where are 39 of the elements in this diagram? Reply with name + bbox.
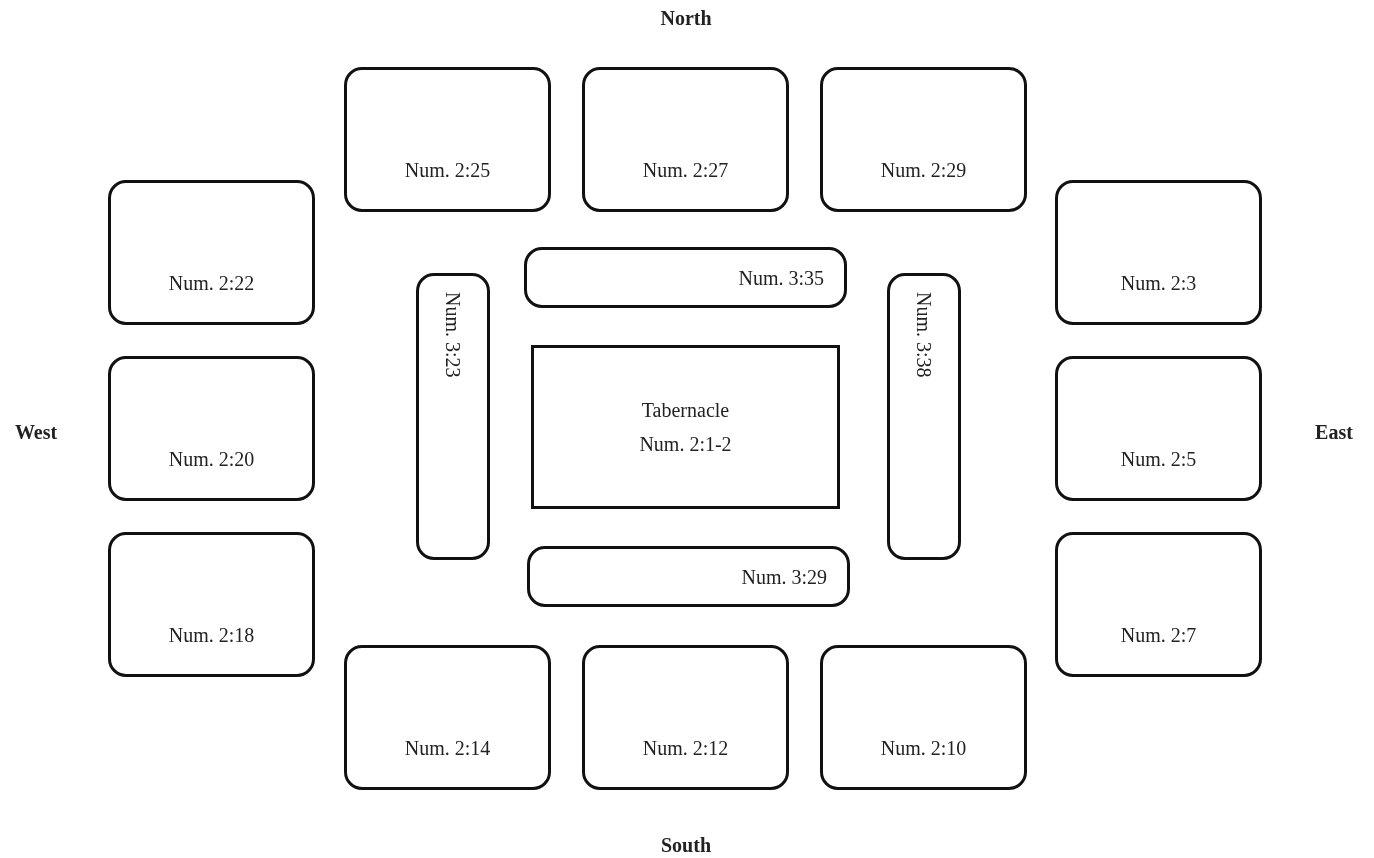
verse-reference: Num. 2:14 (404, 736, 491, 761)
verse-reference: Num. 2:27 (642, 158, 729, 183)
camp-area-box (108, 532, 315, 677)
verse-reference: Num. 2:5 (1120, 447, 1197, 472)
camp-area-box (108, 180, 315, 325)
tabernacle-label: Tabernacle (641, 398, 730, 423)
verse-reference: Num. 2:18 (168, 623, 255, 648)
levite-area-box (887, 273, 961, 560)
camp-area-box (582, 67, 789, 212)
camp-area-box (1055, 532, 1262, 677)
camp-area-box (1055, 180, 1262, 325)
camp-area-box (344, 645, 551, 790)
direction-label: East (1315, 420, 1353, 444)
verse-reference: Num. 2:1-2 (639, 432, 732, 457)
verse-reference: Num. 2:25 (404, 158, 491, 183)
verse-reference: Num. 2:20 (168, 447, 255, 472)
camp-area-box (344, 67, 551, 212)
verse-reference: Num. 2:22 (168, 271, 255, 296)
levite-area-box (416, 273, 490, 560)
tabernacle-box (531, 345, 840, 509)
verse-reference: Num. 2:10 (880, 736, 967, 761)
camp-area-box (820, 67, 1027, 212)
verse-reference: Num. 2:29 (880, 158, 967, 183)
direction-label: South (661, 833, 711, 857)
verse-reference: Num. 3:29 (741, 564, 827, 590)
verse-reference: Num. 3:38 (912, 292, 936, 378)
verse-reference: Num. 3:23 (441, 292, 465, 378)
camp-area-box (582, 645, 789, 790)
verse-reference: Num. 2:3 (1120, 271, 1197, 296)
verse-reference: Num. 2:12 (642, 736, 729, 761)
direction-label: West (14, 420, 58, 444)
verse-reference: Num. 3:35 (738, 265, 824, 291)
camp-area-box (108, 356, 315, 501)
levite-area-box (524, 247, 847, 308)
direction-label: North (660, 6, 712, 30)
verse-reference: Num. 2:7 (1120, 623, 1197, 648)
camp-area-box (820, 645, 1027, 790)
camp-area-box (1055, 356, 1262, 501)
levite-area-box (527, 546, 850, 607)
